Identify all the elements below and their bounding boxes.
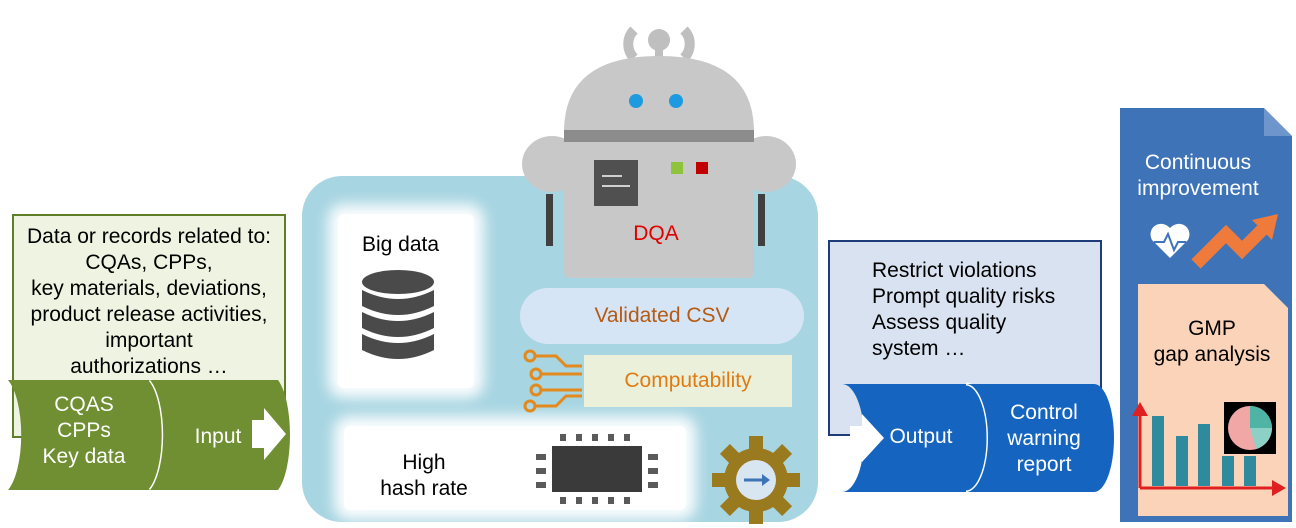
- input-line: key materials, deviations,: [31, 277, 267, 300]
- chart-bar: [1222, 456, 1234, 486]
- gmp-line: gap analysis: [1153, 343, 1271, 366]
- circuit-icon: [523, 349, 582, 413]
- input-arrow-icon: [252, 408, 286, 460]
- chart-bar: [1152, 416, 1164, 486]
- gmp-gap-analysis: GMP gap analysis: [1142, 316, 1282, 368]
- output-description: Restrict violations Prompt quality risks…: [872, 258, 1096, 362]
- report-title-line: improvement: [1137, 177, 1259, 200]
- input-line: CQAs, CPPs,: [85, 251, 213, 274]
- gear-icon: [712, 436, 800, 524]
- hash-rate-line: High: [402, 451, 446, 474]
- computability-box: Computability: [584, 355, 792, 407]
- scroll-line: warning: [1007, 427, 1081, 450]
- output-scroll-right-text: Control warning report: [996, 400, 1092, 478]
- scroll-line: report: [1016, 453, 1072, 476]
- output-line: Restrict violations: [872, 259, 1037, 282]
- output-arrow-icon: [850, 414, 884, 462]
- scroll-line: CPPs: [57, 419, 111, 442]
- output-scroll-left: [842, 384, 988, 492]
- input-line: important: [105, 329, 193, 352]
- output-line: Prompt quality risks: [872, 285, 1056, 308]
- report-document: [1120, 108, 1292, 522]
- output-label: Output: [889, 425, 953, 448]
- hash-rate-line: hash rate: [380, 477, 468, 500]
- output-scrolls: [842, 382, 1114, 494]
- input-line: authorizations …: [70, 355, 228, 378]
- chart-bar: [1244, 456, 1256, 486]
- scroll-line: Key data: [42, 445, 126, 468]
- report-title-line: Continuous: [1144, 151, 1252, 174]
- input-scroll-left: [8, 380, 164, 490]
- input-line: Data or records related to:: [27, 225, 271, 248]
- big-data-label: Big data: [362, 233, 440, 256]
- hash-rate-label: High hash rate: [376, 450, 472, 502]
- input-scroll-right: [150, 380, 291, 490]
- cpu-chip-icon: [536, 434, 658, 504]
- pie-chart-icon: [1224, 402, 1276, 454]
- gmp-line: GMP: [1188, 317, 1236, 340]
- input-scrolls: [8, 379, 291, 491]
- database-icon: [362, 270, 434, 359]
- output-line: system …: [872, 337, 966, 360]
- output-line: Assess quality: [872, 311, 1007, 334]
- dqa-label: DQA: [633, 222, 679, 245]
- scroll-line: Control: [1010, 401, 1078, 424]
- chart-bar: [1176, 436, 1188, 486]
- input-scroll-left-text: CQAS CPPs Key data: [24, 392, 144, 470]
- scroll-line: CQAS: [54, 393, 114, 416]
- robot-icon: [522, 26, 796, 278]
- chart-bar: [1198, 424, 1210, 486]
- validated-csv-pill: Validated CSV: [520, 288, 804, 344]
- report-title: Continuous improvement: [1128, 150, 1268, 202]
- output-scroll-right: [966, 384, 1114, 492]
- input-description: Data or records related to: CQAs, CPPs, …: [18, 224, 280, 380]
- input-line: product release activities,: [30, 303, 268, 326]
- input-label: Input: [194, 425, 242, 448]
